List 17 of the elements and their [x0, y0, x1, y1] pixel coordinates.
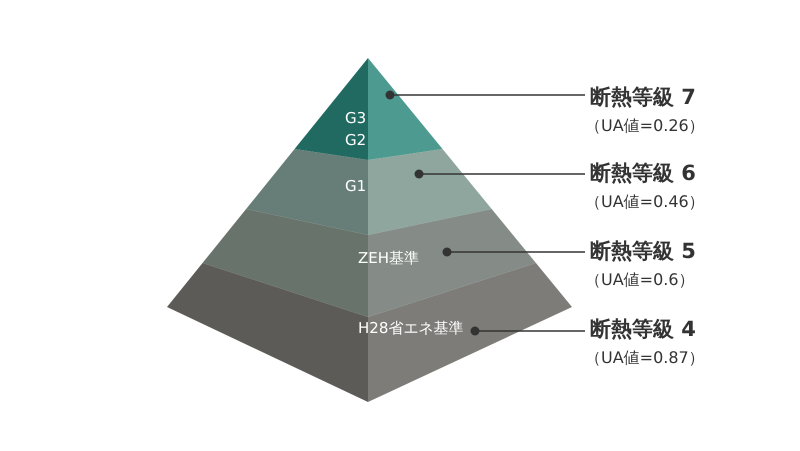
leader-line [386, 90, 585, 100]
ua-value: （UA値=0.87） [585, 348, 705, 368]
ua-value: （UA値=0.26） [585, 116, 705, 136]
grade-title: 断熱等級 7 [590, 84, 696, 110]
grade-title: 断熱等級 4 [590, 316, 696, 342]
layer-label: ZEH基準 [358, 249, 420, 267]
layer-label: H28省エネ基準 [358, 319, 464, 337]
ua-value: （UA値=0.46） [585, 192, 705, 212]
grade-title: 断熱等級 5 [590, 238, 696, 264]
leader-line [470, 326, 585, 336]
leader-line [414, 170, 585, 178]
layer-label: G3 [345, 109, 366, 127]
ua-value: （UA値=0.6） [585, 270, 695, 290]
leader-line [442, 248, 585, 256]
grade-title: 断熱等級 6 [590, 160, 696, 186]
layer-label: G1 [345, 177, 366, 195]
layer-label: G2 [345, 131, 366, 149]
